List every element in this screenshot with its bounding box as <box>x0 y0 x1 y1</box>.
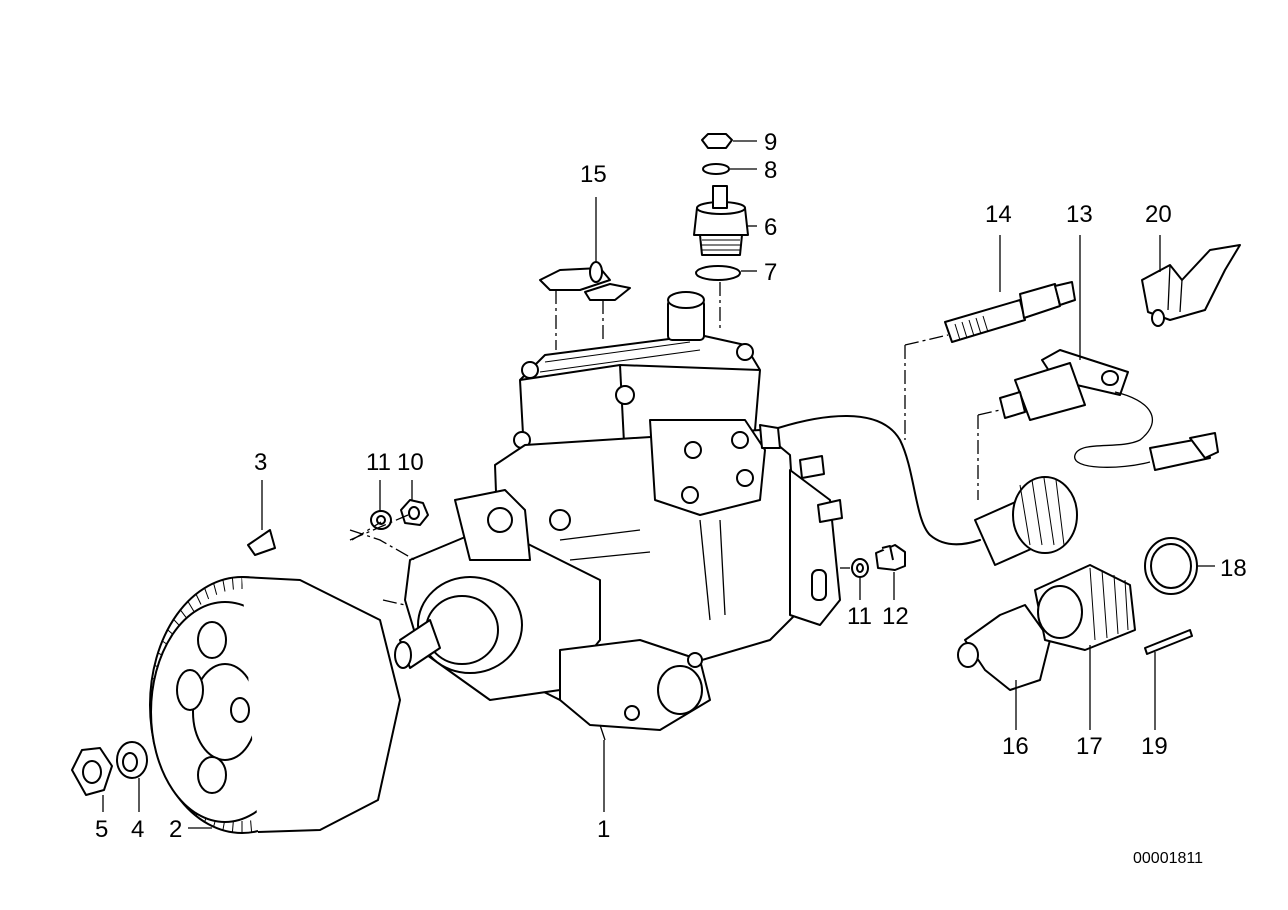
timing-sprocket <box>149 576 401 834</box>
hex-nut-5 <box>71 747 113 796</box>
callout-11-right: 11 <box>847 603 872 630</box>
pin-19 <box>1144 629 1193 655</box>
injection-pump-body <box>394 291 843 741</box>
callout-3: 3 <box>254 449 267 476</box>
callout-18: 18 <box>1220 555 1247 582</box>
callout-15: 15 <box>580 161 607 188</box>
callout-8: 8 <box>764 157 777 184</box>
o-ring-7 <box>695 265 741 281</box>
callout-17: 17 <box>1076 733 1103 760</box>
nut-10 <box>400 499 429 526</box>
delivery-valve-6 <box>693 185 749 256</box>
injector-sensor-14 <box>944 281 1076 343</box>
cap-20 <box>1141 244 1241 327</box>
callout-14: 14 <box>985 201 1012 228</box>
callout-7: 7 <box>764 259 777 286</box>
callout-4: 4 <box>131 816 144 843</box>
callout-10: 10 <box>397 449 424 476</box>
callout-13: 13 <box>1066 201 1093 228</box>
bolt-12 <box>875 544 906 571</box>
nut-9 <box>701 133 733 149</box>
callout-9: 9 <box>764 129 777 156</box>
callout-11-left: 11 <box>366 449 391 476</box>
callout-19: 19 <box>1141 733 1168 760</box>
callout-20: 20 <box>1145 201 1172 228</box>
callout-2: 2 <box>169 816 182 843</box>
seal-ring-18 <box>1144 537 1198 595</box>
assembly-lines <box>349 282 1001 606</box>
leader-lines <box>102 140 1215 829</box>
coupling-nut-17 <box>1034 564 1136 651</box>
washer-4 <box>116 741 148 779</box>
woodruff-key <box>247 529 276 556</box>
clip-15 <box>539 261 631 301</box>
callout-16: 16 <box>1002 733 1029 760</box>
callout-12: 12 <box>882 603 909 630</box>
callout-5: 5 <box>95 816 108 843</box>
plug-housing-16 <box>957 604 1051 691</box>
wiring-harness <box>777 415 1078 566</box>
washer-11-right <box>851 558 869 578</box>
callout-1: 1 <box>597 816 610 843</box>
callout-labels: 9 8 6 7 15 14 13 20 3 11 10 11 12 18 16 … <box>95 129 1247 867</box>
callout-6: 6 <box>764 214 777 241</box>
drawing-number: 00001811 <box>1133 850 1203 867</box>
washer-8 <box>702 163 730 175</box>
solenoid-13 <box>999 349 1219 471</box>
